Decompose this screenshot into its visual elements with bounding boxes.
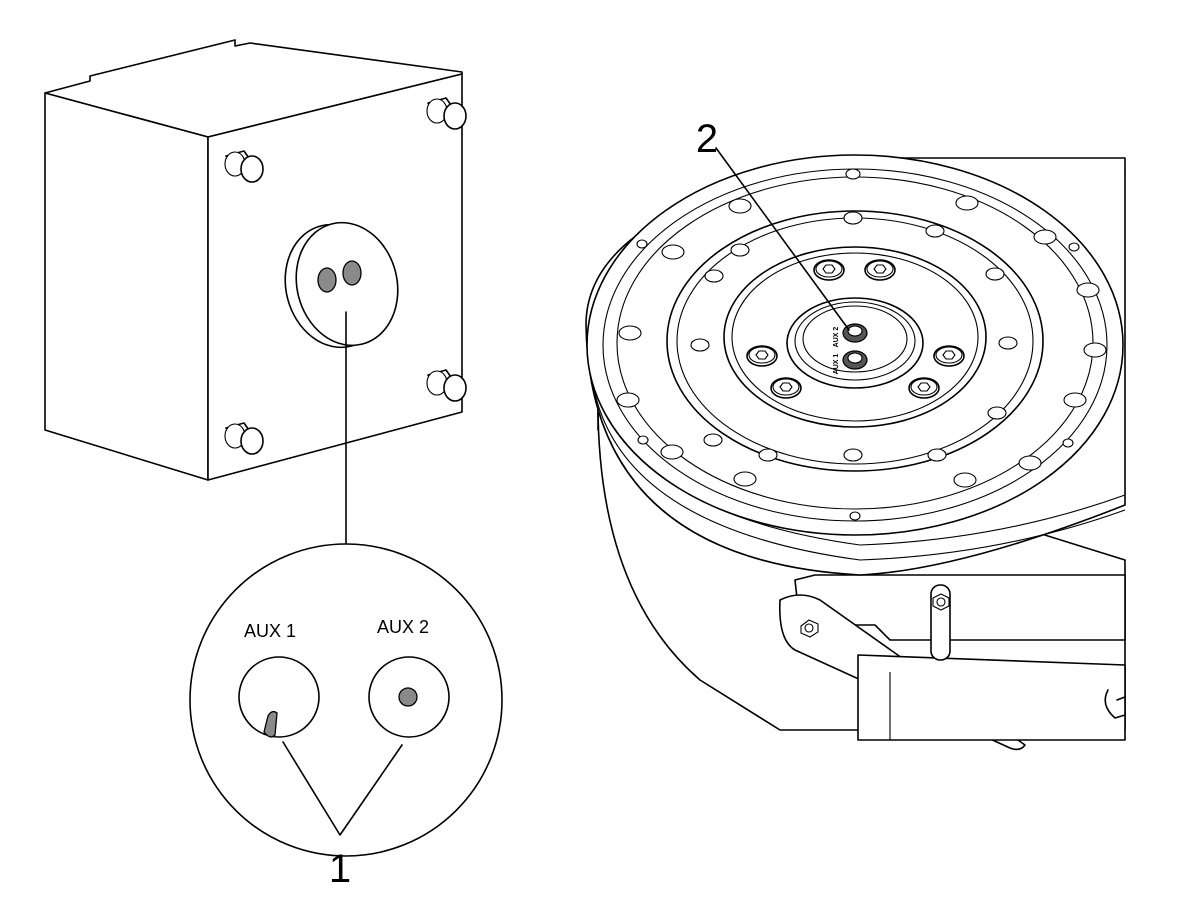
aux2-engraving: AUX 2 (833, 327, 840, 348)
central-bore: AUX 2 AUX 1 (786, 297, 924, 389)
locating-pin (426, 369, 467, 402)
callout-2: 2 (696, 117, 850, 331)
robot-flange: AUX 2 AUX 1 (585, 154, 1126, 751)
detail-view: AUX 1 AUX 2 (189, 543, 503, 857)
mounting-bracket (778, 574, 1126, 751)
callout-1: 1 (282, 741, 403, 891)
locating-pin (224, 422, 264, 455)
aux1-label: AUX 1 (244, 621, 296, 641)
connector-plate (284, 221, 399, 349)
cap-screws (746, 259, 965, 399)
aux2-port-icon (342, 260, 362, 286)
callout-2-label: 2 (696, 117, 718, 161)
aux1-port (238, 656, 320, 738)
aux2-label: AUX 2 (377, 617, 429, 637)
locating-pin (426, 97, 467, 130)
connector-module-box (44, 39, 467, 481)
middle-bolt-holes (690, 211, 1018, 462)
aux2-pin-icon (398, 687, 418, 707)
callout-1-label: 1 (329, 847, 351, 891)
aux1-engraving: AUX 1 (833, 354, 840, 375)
aux1-port-icon (317, 267, 337, 293)
outer-bolt-holes (616, 168, 1107, 521)
locating-pin (224, 150, 264, 183)
aux1-pin-icon (263, 710, 278, 738)
